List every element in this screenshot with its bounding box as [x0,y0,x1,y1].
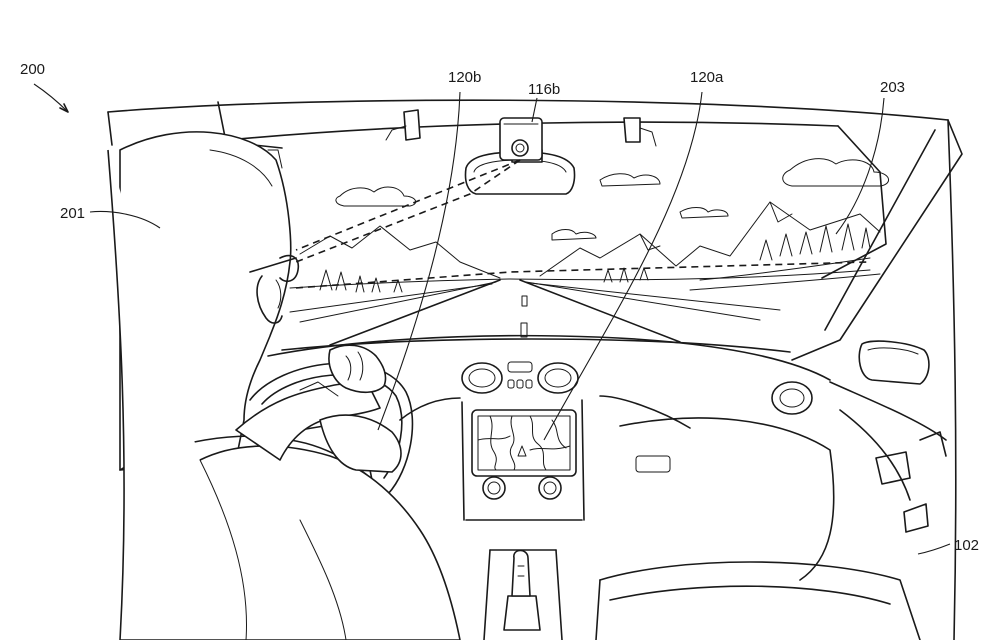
gear-shifter-icon [503,549,541,631]
reference-labels: 200 201 120b 116b 120a 203 102 [20,61,979,554]
passenger-side [595,340,947,640]
visor-clips [385,109,657,147]
reference-leaders [33,83,951,555]
label-windshield: 203 [880,79,905,96]
dashboard [267,334,835,640]
driver-figure [107,131,461,640]
camera-icon [499,117,543,161]
label-camera: 116b [528,81,560,98]
road-scene [289,158,889,346]
label-display-left: 120b [448,69,481,86]
label-system: 200 [20,61,45,78]
camera-field-of-view [295,159,869,289]
windshield-frame [107,99,963,640]
label-vehicle: 102 [954,537,979,554]
label-display-center: 120a [690,69,724,86]
map-icon [471,409,577,477]
label-person: 201 [60,205,85,222]
